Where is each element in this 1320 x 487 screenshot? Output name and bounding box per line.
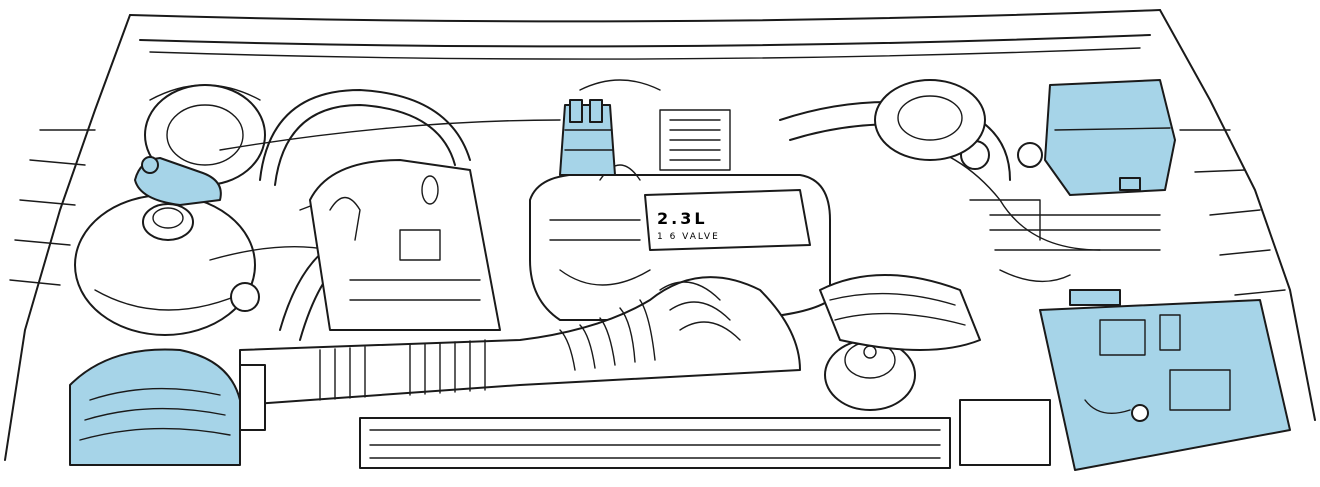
pulley-assembly	[819, 274, 981, 411]
strut-tower-right	[874, 79, 986, 161]
hood-outline	[4, 9, 1316, 461]
engine-cover-label: 2.3L 1 6 VALVE	[644, 189, 811, 251]
valve-label: 1 6 VALVE	[657, 232, 720, 242]
power-distribution-box	[1044, 79, 1176, 196]
displacement-label: 2.3L	[657, 209, 708, 228]
intake-manifold	[309, 159, 501, 331]
coolant-reservoir	[74, 194, 260, 336]
radiator-support	[359, 399, 1051, 469]
air-intake-duct	[239, 276, 801, 406]
pcv-sensor	[134, 156, 222, 206]
ignition-coil	[559, 99, 616, 176]
air-filter-housing	[69, 348, 266, 466]
battery	[1039, 289, 1291, 471]
